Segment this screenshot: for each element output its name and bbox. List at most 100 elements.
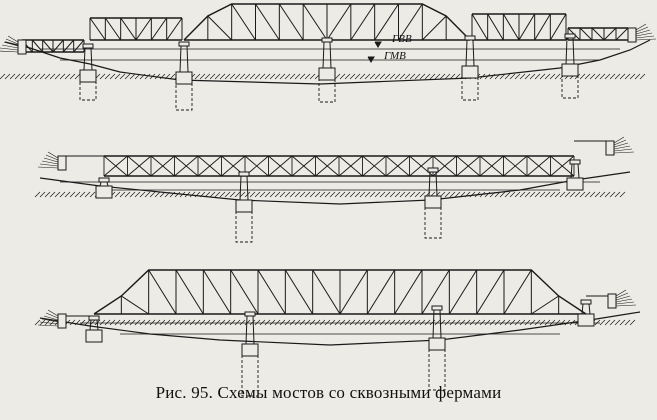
hatch-stroke <box>464 319 471 326</box>
truss-diagonal <box>31 39 44 53</box>
hatch-stroke <box>239 73 246 80</box>
hatch-stroke <box>504 319 511 326</box>
hatch-stroke <box>444 191 451 198</box>
hatch-stroke <box>414 73 421 80</box>
hatch-stroke <box>539 319 546 326</box>
pier-cap <box>88 315 100 321</box>
pier-shaft <box>246 175 249 201</box>
hatch-stroke <box>569 191 576 198</box>
pier-shaft <box>239 175 242 201</box>
pier-shaft <box>465 39 468 67</box>
hatch-stroke <box>469 319 476 326</box>
truss-diagonal <box>421 15 447 41</box>
hatch-stroke <box>349 191 356 198</box>
hatch-stroke <box>589 191 596 198</box>
hatch-stroke <box>399 73 406 80</box>
cantilever-truss <box>93 269 587 315</box>
hatch-stroke <box>409 319 416 326</box>
hatch-stroke <box>524 319 531 326</box>
hatch-stroke <box>484 319 491 326</box>
truss-diagonal <box>579 27 593 41</box>
hatch-stroke <box>564 191 571 198</box>
truss-diagonal <box>456 155 481 177</box>
hatch-stroke <box>29 73 36 80</box>
truss-diagonal <box>278 3 304 41</box>
hatch-stroke <box>214 191 221 198</box>
embankment-slope-line <box>45 154 59 161</box>
hatch-stroke <box>539 73 546 80</box>
truss-diagonal <box>518 13 536 41</box>
hatch-stroke <box>454 319 461 326</box>
pier-cap <box>580 299 592 305</box>
pier-shaft <box>179 45 182 73</box>
hatch-stroke <box>599 191 606 198</box>
truss-diagonal <box>104 17 122 41</box>
hatch-stroke <box>199 319 206 326</box>
truss-diagonal <box>531 295 559 315</box>
hatch-stroke <box>204 73 211 80</box>
hatch-stroke <box>254 319 261 326</box>
side-span-truss-right <box>471 13 567 41</box>
hatch-stroke <box>394 319 401 326</box>
pier-cap <box>464 35 476 41</box>
hatch-stroke <box>374 319 381 326</box>
embankment-slope-line <box>43 157 59 163</box>
hatch-stroke <box>139 319 146 326</box>
hatch-stroke <box>314 191 321 198</box>
truss-diagonal <box>326 3 352 41</box>
hatch-stroke <box>284 191 291 198</box>
truss-diagonal <box>42 39 54 53</box>
pier-cap <box>564 33 576 39</box>
embankment-slope-line <box>635 29 651 35</box>
hatch-stroke <box>519 191 526 198</box>
hatch-stroke <box>219 319 226 326</box>
pier-shaft <box>581 303 584 315</box>
pier-foundation <box>241 355 259 397</box>
hatch-stroke <box>174 191 181 198</box>
hatch-stroke <box>204 319 211 326</box>
hatch-stroke <box>239 191 246 198</box>
hatch-stroke <box>339 191 346 198</box>
hatch-stroke <box>389 191 396 198</box>
hatch-stroke <box>519 319 526 326</box>
truss-diagonal <box>231 3 256 41</box>
hatch-stroke <box>224 319 231 326</box>
hatch-stroke <box>289 319 296 326</box>
main-span-truss <box>183 3 471 41</box>
hatch-stroke <box>289 73 296 80</box>
pier-2 <box>175 41 193 111</box>
truss-diagonal <box>150 17 168 41</box>
embankment-slope-line <box>613 139 627 146</box>
hatch-stroke <box>339 73 346 80</box>
truss-diagonal <box>121 295 149 315</box>
embankment-slope-line <box>635 38 657 41</box>
hatch-stroke <box>9 73 16 80</box>
hatch-stroke <box>404 319 411 326</box>
embankment-slope-line <box>613 145 631 150</box>
hatch-stroke <box>309 191 316 198</box>
hatch-stroke <box>59 191 66 198</box>
truss-diagonal <box>591 27 605 41</box>
pier-shaft <box>252 315 255 345</box>
hatch-stroke <box>374 191 381 198</box>
pier-shaft <box>245 315 248 345</box>
hatch-stroke <box>294 73 301 80</box>
embankment-slope-line <box>39 163 59 167</box>
hatch-stroke <box>99 319 106 326</box>
pier-foundation <box>461 77 479 101</box>
truss-diagonal <box>526 155 551 177</box>
hatch-stroke <box>214 319 221 326</box>
embankment-slope-line <box>615 292 629 299</box>
pier-cap <box>431 305 443 311</box>
hatch-stroke <box>39 73 46 80</box>
embankment-slope-line <box>47 309 59 317</box>
hatch-stroke <box>559 191 566 198</box>
pier-shaft <box>428 171 431 197</box>
abutment-left <box>37 151 67 171</box>
pier-base <box>79 69 97 83</box>
hatch-stroke <box>384 319 391 326</box>
truss-diagonal <box>315 155 340 177</box>
embankment-slope-line <box>613 136 625 144</box>
hatch-stroke <box>149 319 156 326</box>
hatch-stroke <box>169 73 176 80</box>
